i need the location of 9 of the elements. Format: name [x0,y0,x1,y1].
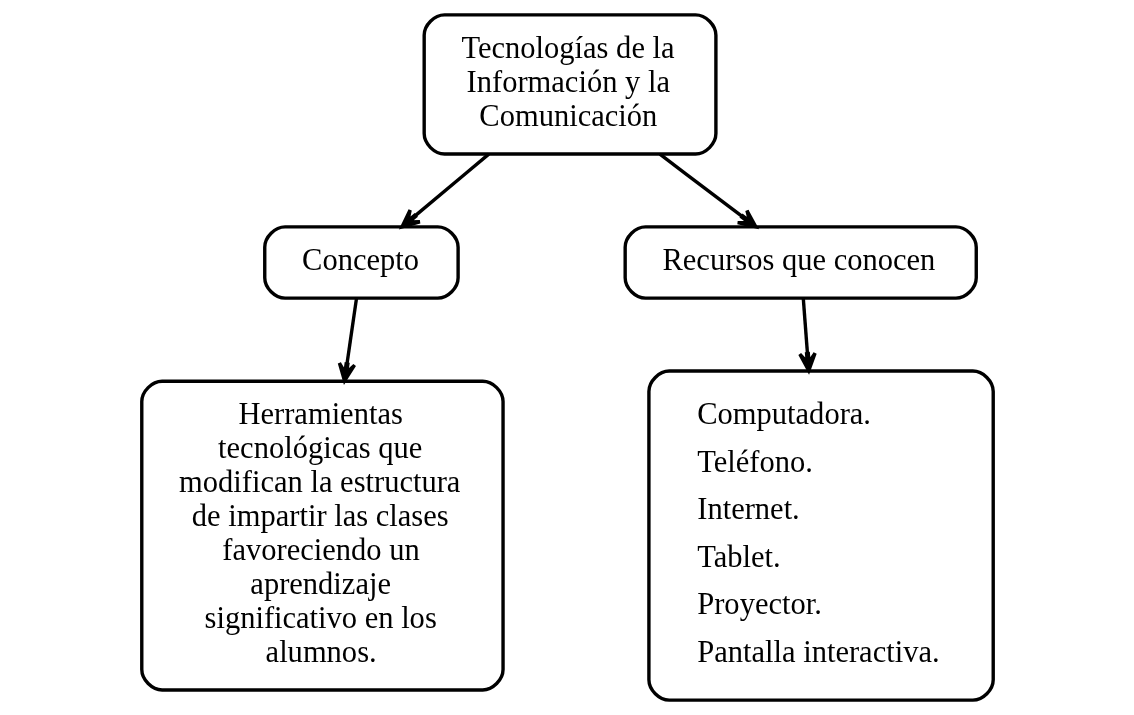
node-box: Recursos que conocen [622,225,978,300]
node-box: Herramientas tecnológicas que modifican la estructura de impartir las clases favoreciendo un aprendizaje significativo en los alumnos. [139,379,505,692]
arrow [658,152,758,229]
node-box: Computadora. Teléfono. Internet. Tablet. Proyector. Pantalla interactiva. [646,369,995,702]
arrow [399,152,490,229]
node-box: Tecnologías de la Información y la Comunicación [422,13,718,156]
node-box: Concepto [262,225,460,300]
arrow [797,298,817,373]
arrow [337,298,358,383]
